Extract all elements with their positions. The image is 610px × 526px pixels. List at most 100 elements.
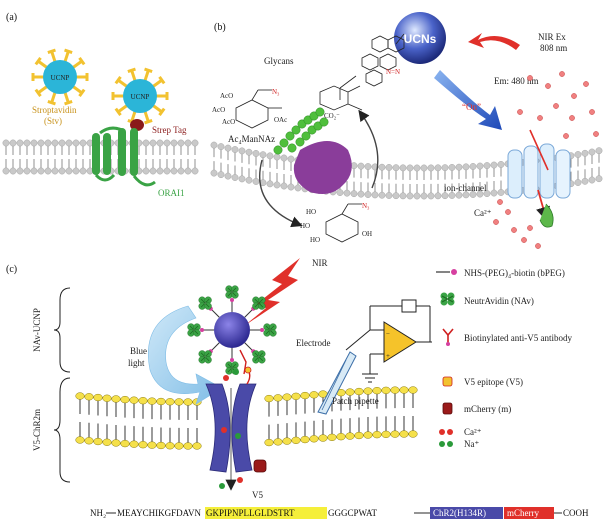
calcium-ion	[521, 237, 527, 243]
lipid-head	[399, 192, 407, 200]
panel-a-membrane	[2, 139, 199, 175]
panel-a-label: (a)	[6, 12, 17, 23]
lipid-head	[163, 139, 171, 147]
lipid-head	[138, 441, 148, 449]
biotin-dot	[230, 358, 234, 362]
blue-label: Blue	[130, 346, 147, 356]
lipid-head	[280, 154, 288, 162]
lipid-head	[149, 139, 157, 147]
lipid-head	[192, 442, 202, 450]
seq-mcherry: mCherry	[507, 508, 539, 518]
lipid-head	[336, 189, 344, 196]
v5-label: V5	[252, 490, 263, 500]
chr2-box	[430, 507, 503, 519]
on-label: “On”	[462, 102, 481, 112]
lipid-head	[399, 430, 409, 438]
lipid-head	[381, 430, 391, 438]
lipid-head	[191, 139, 199, 147]
nir-label-c: NIR	[312, 258, 328, 268]
patch-pipette-label: Patch pipette	[332, 396, 379, 406]
lipid-head	[363, 387, 373, 395]
lipid-head	[469, 191, 477, 198]
orai1-label: ORAI1	[158, 188, 185, 198]
glycan-bead	[315, 107, 325, 117]
lipid-head	[364, 163, 372, 170]
lipid-head	[142, 139, 150, 147]
panel-c-label: (c)	[6, 264, 17, 275]
neutravidin-cross	[200, 352, 210, 362]
lipid-head	[483, 190, 491, 197]
lipid-head	[183, 398, 193, 406]
calcium-ion	[589, 109, 595, 115]
lipid-head	[191, 167, 199, 175]
calcium-ion	[527, 225, 533, 231]
seq-nh2: NH₂	[90, 508, 106, 518]
amp-plus: +	[386, 352, 390, 360]
lipid-head	[37, 139, 45, 147]
calcium-ion	[571, 93, 577, 99]
azide-bottom-label: N₃	[362, 202, 370, 210]
lipid-head	[574, 179, 582, 186]
lipid-head	[184, 167, 192, 175]
peg-linker	[210, 308, 220, 318]
seq-chr2: ChR2(H134R)	[433, 508, 486, 518]
neutravidin-cross	[200, 298, 210, 308]
lipid-head	[392, 164, 400, 172]
lipid-head	[497, 189, 505, 196]
panel-b-label: (b)	[214, 22, 226, 33]
lipid-head	[273, 153, 281, 161]
streptavidin-spike-tip	[114, 76, 122, 85]
seq-highlight: GKPIPNPLLGLDSTRT	[206, 508, 295, 518]
lipid-head	[217, 143, 225, 151]
legend-text-na: Na⁺	[464, 439, 479, 449]
lipid-head	[170, 139, 178, 147]
blue-light-arrow	[148, 305, 223, 405]
legend-icon-ions	[439, 429, 453, 447]
chr2-channel	[205, 366, 267, 491]
lipid-head	[65, 139, 73, 147]
lipid-head	[75, 436, 85, 444]
lipid-head	[9, 139, 17, 147]
lipid-head	[2, 167, 10, 175]
lipid-head	[79, 167, 87, 175]
lipid-head	[595, 175, 603, 183]
calcium-ion	[545, 83, 551, 89]
lipid-head	[84, 437, 94, 445]
lipid-head	[79, 139, 87, 147]
lipid-head	[327, 433, 337, 441]
glycan-bead	[285, 131, 295, 141]
lipid-head	[282, 393, 292, 401]
streptavidin-spike-tip	[34, 57, 42, 66]
lipid-head	[93, 437, 103, 446]
lipid-head	[120, 439, 130, 448]
ca-label-b: Ca²⁺	[474, 208, 492, 218]
lipid-head	[282, 437, 292, 445]
lipid-head	[595, 147, 603, 155]
carboxylate-label: CO₂⁻	[324, 112, 340, 120]
sequence-line: NH₂ MEAYCHIKGFDAVN GKPIPNPLLGLDSTRT GGGC…	[90, 507, 589, 519]
ucns-label: UCNs	[404, 32, 437, 46]
lipid-head	[23, 167, 31, 175]
lipid-head	[399, 164, 407, 172]
sequence-highlight-bg	[205, 507, 327, 519]
lipid-head	[75, 392, 85, 400]
lipid-head	[497, 161, 505, 168]
lipid-head	[16, 139, 24, 147]
streptavidin-spike-tip	[158, 76, 166, 85]
lipid-head	[408, 386, 418, 394]
neutravidin-cross	[254, 352, 264, 362]
lipid-head	[65, 167, 73, 175]
lipid-head	[345, 432, 355, 440]
lipid-head	[224, 172, 232, 180]
glycan-bead	[287, 143, 297, 153]
lipid-head	[381, 386, 391, 394]
lipid-head	[581, 177, 589, 185]
lipid-head	[58, 167, 66, 175]
lipid-head	[266, 152, 274, 160]
legend-icon-epitope	[442, 376, 453, 387]
glycan-bead	[273, 145, 283, 155]
lipid-head	[490, 189, 498, 197]
lipid-head	[413, 164, 421, 172]
lipid-head	[102, 394, 112, 402]
lipid-head	[462, 163, 470, 171]
